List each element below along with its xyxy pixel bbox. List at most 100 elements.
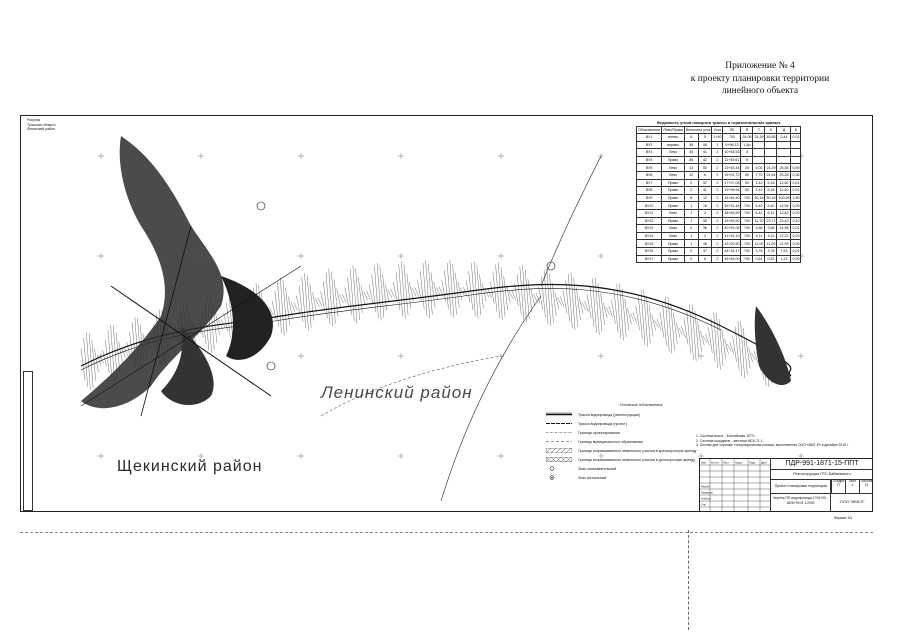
- table-cell: 0,01: [790, 224, 802, 233]
- col-header: Величина угла: [683, 126, 713, 134]
- contour-hatch: [304, 272, 309, 331]
- contour-hatch: [323, 281, 328, 318]
- grid-cross: [398, 353, 404, 359]
- contour-hatch: [530, 288, 535, 306]
- table-cell: Право: [661, 201, 685, 210]
- legend-boundary-icon: [546, 432, 572, 433]
- contour-hatch: [697, 320, 702, 352]
- table-cell: 2: [711, 193, 724, 203]
- contour-hatch: [619, 283, 624, 341]
- grid-cross: [598, 253, 604, 259]
- contour-hatch: [700, 330, 705, 346]
- contour-hatch: [527, 279, 533, 313]
- contour-hatch: [745, 338, 751, 369]
- table-cell: Право: [661, 216, 685, 226]
- contour-hatch: [670, 302, 675, 351]
- col-header: T: [752, 126, 766, 134]
- table-cell: 24,54: [764, 170, 778, 180]
- table-cell: 52: [697, 178, 713, 188]
- contour-hatch: [363, 291, 368, 301]
- grid-cross: [598, 353, 604, 359]
- table-cell: 2: [711, 155, 724, 165]
- table-cell: 6: [683, 133, 699, 142]
- contour-hatch: [621, 288, 627, 338]
- contour-hatch: [218, 319, 223, 329]
- table-cell: 100,28: [776, 193, 792, 203]
- stamp-role-label: Дата: [761, 461, 767, 465]
- contour-hatch: [611, 299, 616, 324]
- legend-municipal-icon: [546, 441, 572, 442]
- appendix-line-2: к проекту планировки территории: [690, 73, 830, 84]
- contour-hatch: [535, 292, 541, 304]
- contour-hatch: [560, 296, 565, 308]
- drawing-name: Чертеж ПП водопровода 1704+05 - 1826+90 …: [770, 493, 830, 511]
- table-cell: 2: [711, 208, 724, 218]
- grid-cross: [798, 353, 804, 359]
- table-cell: [776, 148, 792, 157]
- table-cell: 2: [711, 231, 724, 241]
- table-cell: 2: [711, 254, 724, 264]
- contour-hatch: [662, 303, 667, 346]
- contour-hatch: [727, 343, 732, 352]
- table-cell: 2: [683, 178, 699, 188]
- contour-hatch: [296, 295, 301, 316]
- table-cell: [752, 148, 766, 157]
- table-cell: 12: [697, 193, 713, 203]
- table-cell: 7,70: [752, 170, 766, 180]
- survey-map: [80, 136, 804, 502]
- stamp-role-label: Кол.уч.: [711, 461, 720, 465]
- table-cell: 25,58: [776, 163, 792, 172]
- table-cell: ВУ9: [635, 193, 663, 203]
- contour-hatch: [673, 312, 678, 344]
- object-name: Реконструкция ГРС Бабаевского: [770, 469, 873, 480]
- table-cell: 1,42: [752, 178, 766, 188]
- table-cell: 44+34,17: [722, 246, 742, 256]
- table-cell: 1: [683, 239, 699, 248]
- table-cell: 46: [683, 148, 699, 157]
- contour-hatch: [506, 285, 511, 303]
- contour-hatch: [449, 260, 455, 318]
- contour-hatch: [732, 335, 737, 362]
- contour-hatch: [479, 274, 484, 309]
- contour-hatch: [306, 275, 312, 328]
- table-cell: 700: [740, 193, 754, 203]
- grid-cross: [298, 253, 304, 259]
- contour-hatch: [401, 261, 406, 319]
- contour-hatch: [503, 276, 508, 310]
- table-cell: 0,59: [790, 163, 802, 172]
- table-cell: 11+49,61: [722, 155, 742, 165]
- contour-hatch: [457, 282, 463, 301]
- table-cell: 0,09: [790, 201, 802, 210]
- table-cell: ВУ4: [635, 155, 663, 165]
- table-cell: ВУ6: [635, 170, 663, 180]
- side-stamp-strip: [23, 371, 33, 511]
- table-cell: 7,53: [776, 246, 792, 256]
- table-cell: 37: [697, 246, 713, 256]
- table-cell: 24,39: [752, 133, 766, 142]
- contour-hatch: [336, 288, 341, 309]
- contour-hatch: [96, 354, 102, 366]
- note-item: 1. Система высот - Балтийская 1977г.: [696, 434, 756, 438]
- table-cell: 6,40: [764, 201, 778, 210]
- table-cell: 50: [740, 170, 754, 180]
- table-cell: Право: [661, 239, 685, 248]
- table-cell: 2: [711, 170, 724, 180]
- contour-hatch: [694, 310, 700, 358]
- contour-hatch: [94, 348, 99, 373]
- contour-hatch: [487, 288, 492, 299]
- contour-hatch: [490, 281, 495, 304]
- contour-hatch: [538, 286, 543, 310]
- table-cell: 700: [722, 133, 742, 142]
- table-cell: ВУ3: [635, 148, 663, 157]
- table-cell: 58: [683, 140, 699, 150]
- stage-value: П: [837, 483, 840, 487]
- contour-hatch: [748, 348, 753, 363]
- contour-hatch: [651, 315, 656, 331]
- contour-hatch: [441, 280, 446, 302]
- table-cell: [790, 140, 802, 150]
- table-cell: 50,18: [752, 193, 766, 203]
